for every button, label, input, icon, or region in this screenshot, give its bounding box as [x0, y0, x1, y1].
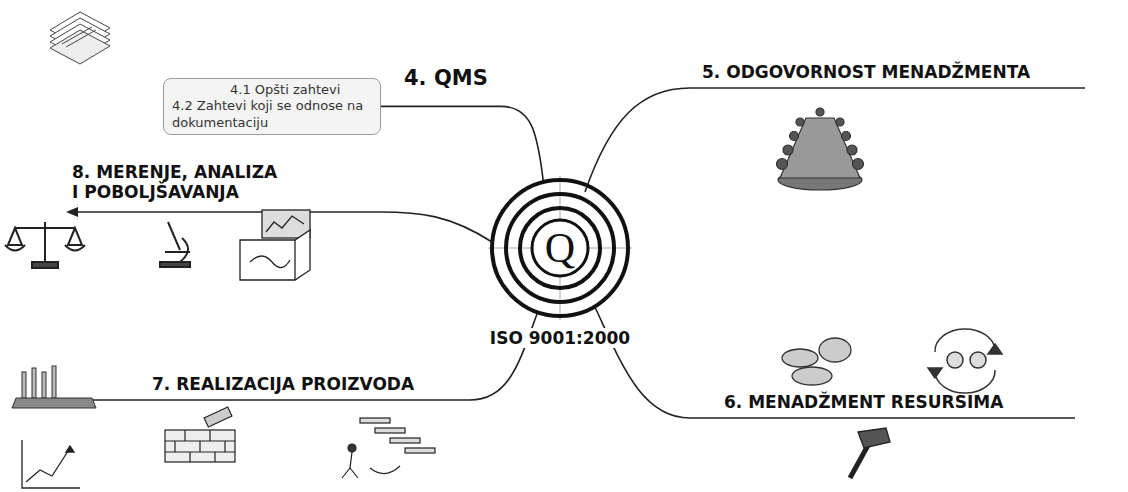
branch-title: 8. MERENJE, ANALIZA I POBOLJŠAVANJA — [72, 162, 284, 203]
documents-icon — [50, 12, 110, 64]
branch-line — [18, 314, 537, 400]
box-icon — [240, 210, 310, 280]
branch-title: 5. ODGOVORNOST MENADŽMENTA — [702, 62, 1030, 82]
coins-icon — [782, 338, 851, 385]
hammer-icon — [850, 428, 890, 478]
branch-title: 7. REALIZACIJA PROIZVODA — [152, 374, 414, 394]
subclause-text: 4.2 Zahtevi koji se odnose na dokumentac… — [172, 98, 372, 131]
branch-line — [585, 88, 1085, 192]
target-circle: QISO 9001:2000 — [488, 176, 632, 320]
standard-heading: ISO 9001:2000 — [487, 328, 633, 348]
factory-icon — [12, 366, 96, 408]
subclause-text: 4.1 Opšti zahtevi — [230, 82, 372, 98]
people-cycle-icon — [928, 329, 1002, 393]
scales-icon — [5, 222, 85, 268]
subclause-callout: 4.1 Opšti zahtevi4.2 Zahtevi koji se odn… — [163, 78, 381, 135]
stairs-figure-icon — [342, 418, 435, 478]
microscope-icon — [160, 222, 190, 267]
branch-line — [594, 305, 1075, 418]
branch-title: 4. QMS — [404, 66, 488, 91]
branch-connector — [381, 106, 543, 181]
brick-wall-icon — [165, 407, 235, 462]
graph-icon — [22, 440, 80, 488]
arrowhead — [66, 207, 78, 217]
center-letter: Q — [488, 224, 632, 272]
meeting-table-icon — [777, 108, 864, 190]
branch-title: 6. MENADŽMENT RESURSIMA — [724, 392, 1003, 412]
